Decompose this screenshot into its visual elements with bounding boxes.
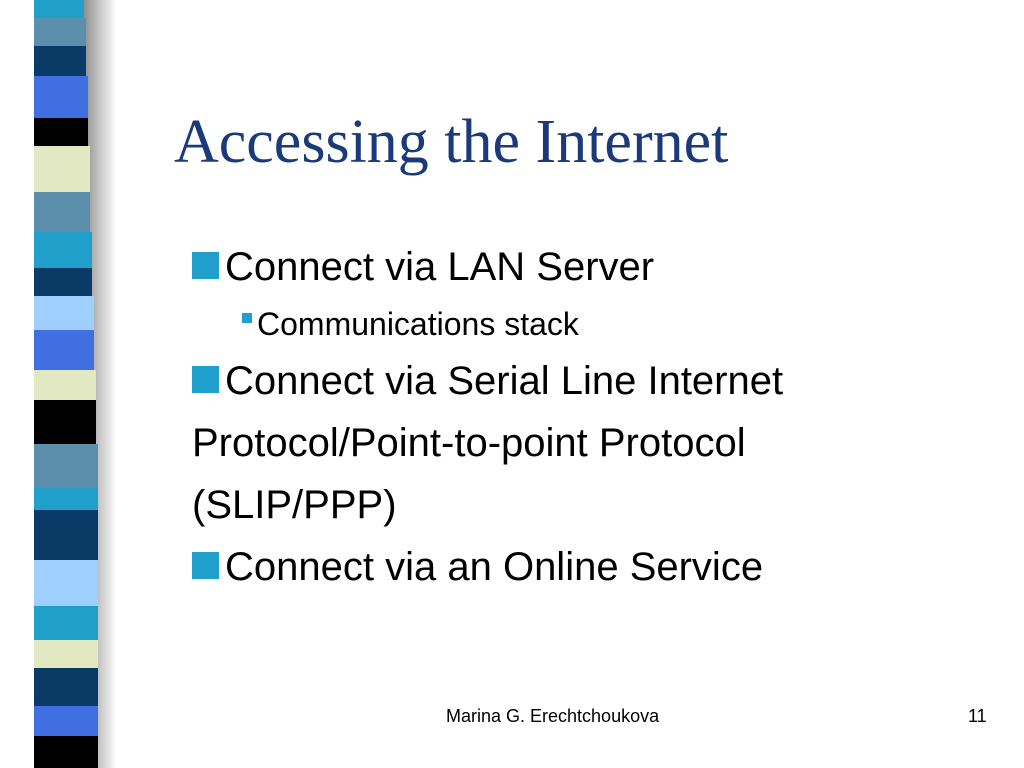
bullet-text: Connect via LAN Server <box>225 245 655 289</box>
decorative-stripe-segment <box>34 46 86 76</box>
decorative-stripe-segment <box>34 18 86 46</box>
decorative-stripe-segment <box>34 268 92 296</box>
decorative-stripe-segment <box>34 706 98 736</box>
decorative-stripe-segment <box>34 192 90 232</box>
decorative-stripe-segment <box>34 146 90 192</box>
bullet-text: Connect via Serial Line Internet <box>225 359 784 403</box>
decorative-stripe-segment <box>34 76 88 118</box>
page-number: 11 <box>968 706 987 726</box>
square-bullet-icon <box>192 552 219 579</box>
small-square-bullet-icon <box>242 313 252 323</box>
bullet-continuation: (SLIP/PPP) <box>192 474 972 536</box>
square-bullet-icon <box>192 252 219 279</box>
bullet-text: (SLIP/PPP) <box>192 483 397 527</box>
decorative-stripe-segment <box>34 510 98 560</box>
sub-bullet-item: Communications stack <box>242 298 972 350</box>
bullet-item: Connect via Serial Line Internet <box>192 350 972 412</box>
decorative-stripe-segment <box>34 296 94 330</box>
bullet-text: Protocol/Point-to-point Protocol <box>192 421 746 465</box>
footer-author: Marina G. Erechtchoukova <box>446 706 660 726</box>
decorative-stripe-segment <box>34 736 98 768</box>
bullet-text: Connect via an Online Service <box>225 545 764 589</box>
slide-title: Accessing the Internet <box>174 108 729 176</box>
decorative-stripe-segment <box>34 668 98 706</box>
decorative-stripe-segment <box>34 232 92 268</box>
decorative-stripe-segment <box>34 400 96 444</box>
decorative-stripe-segment <box>34 444 98 488</box>
decorative-stripe-segment <box>34 118 88 146</box>
slide-body: Connect via LAN Server Communications st… <box>192 236 972 598</box>
decorative-stripe-segment <box>34 560 98 606</box>
decorative-stripe-segment <box>34 606 98 640</box>
sub-bullet-text: Communications stack <box>257 306 579 342</box>
bullet-item: Connect via an Online Service <box>192 536 972 598</box>
bullet-continuation: Protocol/Point-to-point Protocol <box>192 412 972 474</box>
decorative-stripe-segment <box>34 0 84 18</box>
decorative-stripe-segment <box>34 640 98 668</box>
bullet-item: Connect via LAN Server <box>192 236 972 298</box>
square-bullet-icon <box>192 366 219 393</box>
decorative-stripe-segment <box>34 488 98 510</box>
decorative-stripe-segment <box>34 330 94 370</box>
decorative-stripe-segment <box>34 370 96 400</box>
